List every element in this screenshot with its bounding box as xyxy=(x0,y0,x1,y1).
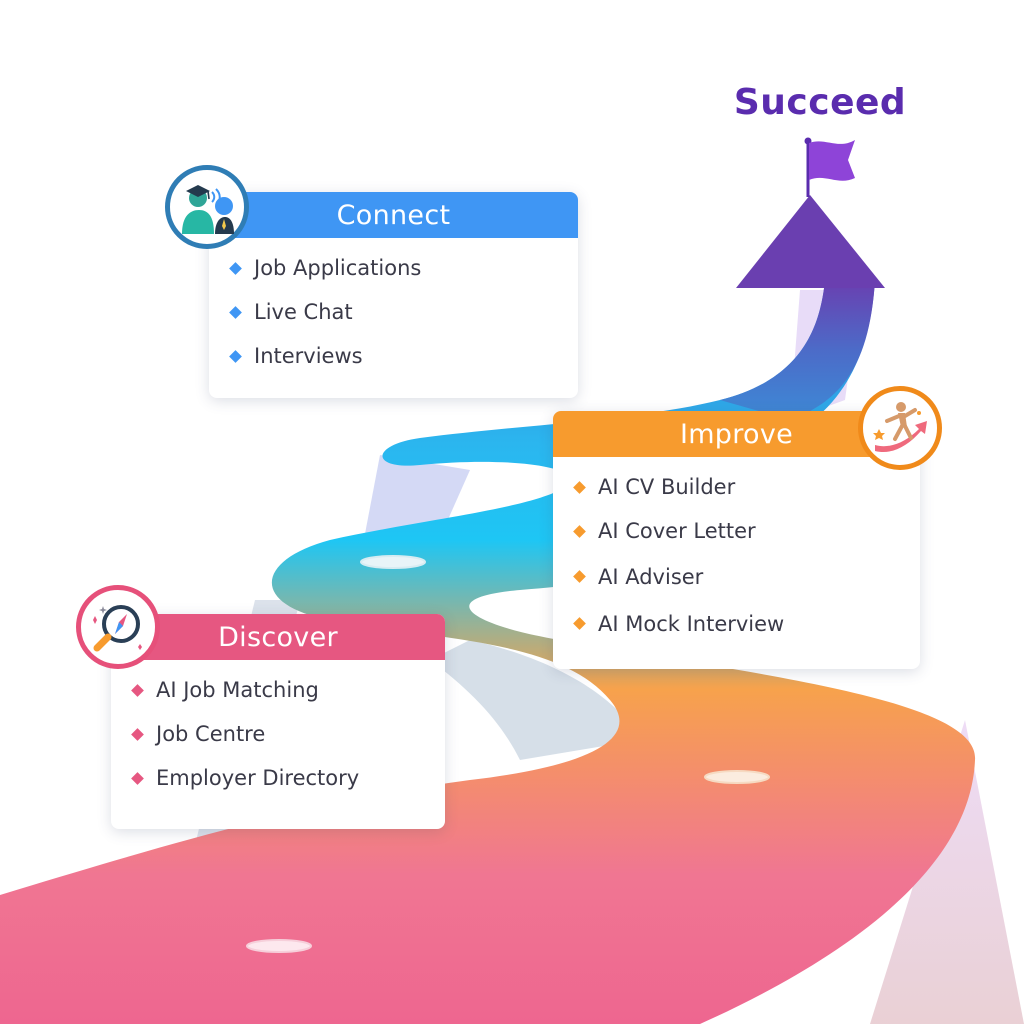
list-item: Live Chat xyxy=(229,290,578,334)
list-item: AI Mock Interview xyxy=(573,600,920,647)
people-talking-icon xyxy=(165,165,249,249)
diamond-bullet-icon xyxy=(573,480,586,494)
diamond-bullet-icon xyxy=(229,349,242,363)
improve-list: AI CV Builder AI Cover Letter AI Adviser… xyxy=(553,457,920,647)
person-climbing-arrow-icon xyxy=(858,386,942,470)
list-item: AI CV Builder xyxy=(573,465,920,509)
improve-card: Improve AI CV Builder AI Cover Letter AI… xyxy=(553,411,920,669)
list-item: AI Job Matching xyxy=(131,668,445,712)
discover-card: Discover AI Job Matching Job Centre Empl… xyxy=(111,614,445,829)
list-item: AI Cover Letter xyxy=(573,509,920,553)
diamond-bullet-icon xyxy=(229,261,242,275)
list-item: Job Centre xyxy=(131,712,445,756)
succeed-title: Succeed xyxy=(733,82,907,123)
connect-heading: Connect xyxy=(209,192,578,238)
diamond-bullet-icon xyxy=(573,524,586,538)
compass-magnifier-icon xyxy=(76,585,160,669)
connect-list: Job Applications Live Chat Interviews xyxy=(209,238,578,378)
list-item: Interviews xyxy=(229,334,578,378)
diamond-bullet-icon xyxy=(573,570,586,583)
discover-list: AI Job Matching Job Centre Employer Dire… xyxy=(111,660,445,800)
discover-heading: Discover xyxy=(111,614,445,660)
list-item: Job Applications xyxy=(229,246,578,290)
list-item: Employer Directory xyxy=(131,756,445,800)
diamond-bullet-icon xyxy=(131,771,144,785)
diamond-bullet-icon xyxy=(229,305,242,319)
diamond-bullet-icon xyxy=(573,617,586,630)
diamond-bullet-icon xyxy=(131,683,144,697)
list-item: AI Adviser xyxy=(573,553,920,600)
connect-card: Connect Job Applications Live Chat Inter… xyxy=(209,192,578,398)
diamond-bullet-icon xyxy=(131,727,144,741)
